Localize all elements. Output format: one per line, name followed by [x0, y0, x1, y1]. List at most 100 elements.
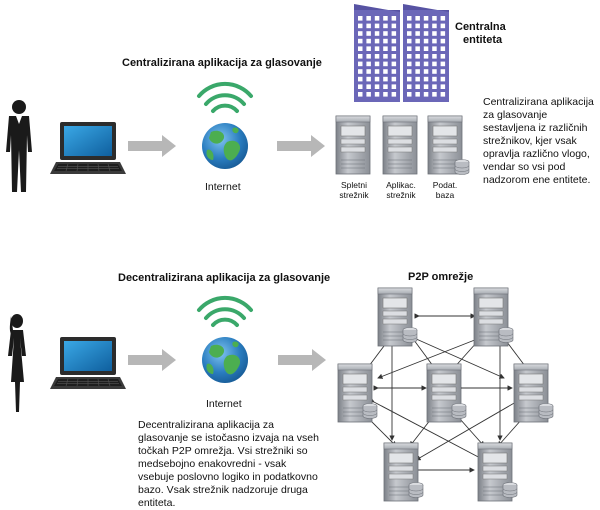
building-window: [366, 69, 371, 74]
building-window: [358, 54, 363, 59]
building-window: [415, 54, 420, 59]
building-window: [366, 46, 371, 51]
description-line: medsebojno enakovredni - vsak: [138, 458, 287, 470]
building-window: [383, 92, 388, 97]
building-window: [432, 31, 437, 36]
building-window: [432, 84, 437, 89]
building-window: [423, 23, 429, 29]
building-window: [383, 54, 388, 59]
p2p-network-title: P2P omrežje: [408, 271, 474, 283]
building-window: [358, 46, 363, 51]
building-window: [415, 76, 420, 82]
building-window: [358, 76, 363, 82]
server-label-line: Podat.: [432, 180, 458, 190]
building-window: [415, 31, 420, 36]
building-window: [391, 46, 397, 51]
building-window: [374, 61, 380, 67]
building-window: [423, 84, 429, 89]
building-window: [358, 38, 363, 44]
building-window: [415, 38, 420, 44]
building-window: [374, 69, 380, 74]
building-window: [374, 16, 380, 21]
building-window: [407, 23, 412, 29]
building-window: [366, 38, 371, 44]
top-description: Centralizirana aplikacija za glasovanje …: [483, 96, 599, 187]
building-window: [383, 16, 388, 21]
server-label-line: Spletni: [341, 180, 367, 190]
building-window: [423, 46, 429, 51]
building-window: [374, 54, 380, 59]
building-window: [415, 46, 420, 51]
server-label-line: strežnik: [339, 190, 369, 200]
top-title: Centralizirana aplikacija za glasovanje: [122, 57, 322, 69]
description-line: vsebuje poslovno logiko in podatkovno: [138, 471, 318, 483]
building-window: [423, 16, 429, 21]
building-window: [358, 23, 363, 29]
building-window: [374, 38, 380, 44]
building-window: [383, 84, 388, 89]
building-window: [423, 54, 429, 59]
building-window: [407, 84, 412, 89]
building-window: [383, 46, 388, 51]
arrow-icon: [128, 349, 176, 371]
building-window: [423, 31, 429, 36]
building-window: [440, 54, 446, 59]
server-icon: [382, 115, 418, 175]
building-window: [440, 23, 446, 29]
building-window: [423, 69, 429, 74]
building-window: [432, 76, 437, 82]
building-icon: [354, 4, 449, 102]
building-window: [391, 23, 397, 29]
server-label-line: baza: [435, 190, 455, 200]
building-window: [391, 61, 397, 67]
p2p-server: [383, 442, 424, 502]
building-window: [432, 46, 437, 51]
description-line: glasovanje se istočasno izvaja na vseh: [138, 432, 319, 444]
laptop-icon: [49, 336, 127, 390]
p2p-server: [477, 442, 518, 502]
woman-icon: [8, 314, 26, 412]
building-window: [358, 16, 363, 21]
building-window: [391, 38, 397, 44]
internet-label-top: Internet: [205, 181, 241, 193]
building-window: [391, 84, 397, 89]
building-window: [383, 76, 388, 82]
building-window: [366, 76, 371, 82]
p2p-server: [426, 363, 467, 423]
building-window: [440, 69, 446, 74]
building-window: [374, 31, 380, 36]
building-window: [383, 38, 388, 44]
description-line: strežnikov, kjer vsak: [483, 135, 577, 147]
building-window: [407, 76, 412, 82]
server-label-db: Podat. baza: [424, 180, 466, 200]
description-line: Centralizirana aplikacija: [483, 96, 594, 108]
building-window: [432, 92, 437, 97]
building-window: [407, 38, 412, 44]
server-label-line: strežnik: [386, 190, 416, 200]
building-window: [423, 76, 429, 82]
building-window: [374, 84, 380, 89]
building-window: [432, 16, 437, 21]
building-window: [407, 46, 412, 51]
building-window: [374, 23, 380, 29]
building-window: [366, 92, 371, 97]
wifi-icon: [197, 81, 253, 113]
description-line: za glasovanje: [483, 109, 548, 121]
building-window: [383, 31, 388, 36]
database-icon: [454, 159, 470, 175]
description-line: točkah P2P omrežja. Vsi strežniki so: [138, 445, 308, 457]
building-window: [432, 54, 437, 59]
entity-label-line2: entiteta: [463, 34, 503, 46]
building-window: [407, 69, 412, 74]
building-window: [358, 92, 363, 97]
bottom-title: Decentralizirana aplikacija za glasovanj…: [118, 272, 331, 284]
building-window: [415, 16, 420, 21]
building-window: [374, 76, 380, 82]
description-line: nadzorom ene entitete.: [483, 174, 591, 186]
description-line: Decentralizirana aplikacija za: [138, 419, 274, 431]
building-window: [440, 92, 446, 97]
building-window: [440, 46, 446, 51]
building-window: [374, 92, 380, 97]
description-line: bazo. Vsak strežnik nadzoruje druga: [138, 484, 308, 496]
